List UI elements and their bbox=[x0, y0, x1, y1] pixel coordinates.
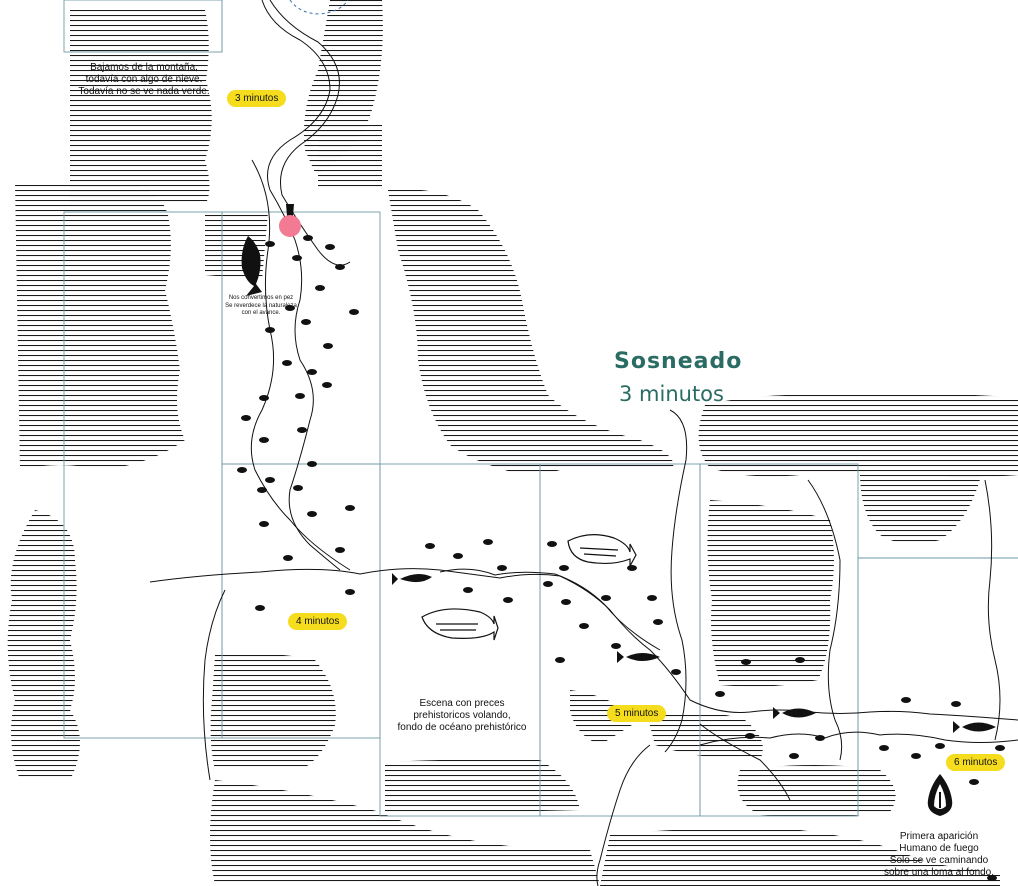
note-fish-transform: Nos convertimos en pez Se reverdece la n… bbox=[225, 295, 297, 316]
location-title: Sosneado bbox=[614, 349, 743, 374]
duration-badge: 3 minutos bbox=[227, 90, 287, 107]
location-duration: 3 minutos bbox=[619, 382, 724, 406]
terrain-hatching bbox=[7, 0, 1018, 886]
rock-marks bbox=[237, 235, 1005, 881]
fish-vertical-icon bbox=[241, 236, 262, 296]
river-lines bbox=[149, 0, 1018, 886]
duration-badge: 6 minutos bbox=[946, 754, 1006, 771]
fish-icon bbox=[392, 573, 996, 733]
duration-badge: 5 minutos bbox=[607, 705, 667, 722]
note-fire-human: Primera aparición Humano de fuego Solo s… bbox=[883, 831, 995, 878]
prehistoric-fish-icon bbox=[421, 534, 637, 641]
storyboard-grid bbox=[63, 0, 1018, 817]
duration-badge: 4 minutos bbox=[288, 613, 348, 630]
note-prehistoric: Escena con preces prehistoricos volando,… bbox=[397, 698, 527, 733]
fire-human-icon bbox=[927, 774, 953, 816]
start-marker bbox=[279, 204, 301, 237]
note-mountain: Bajamos de la montaña, todavía con algo … bbox=[78, 62, 210, 97]
